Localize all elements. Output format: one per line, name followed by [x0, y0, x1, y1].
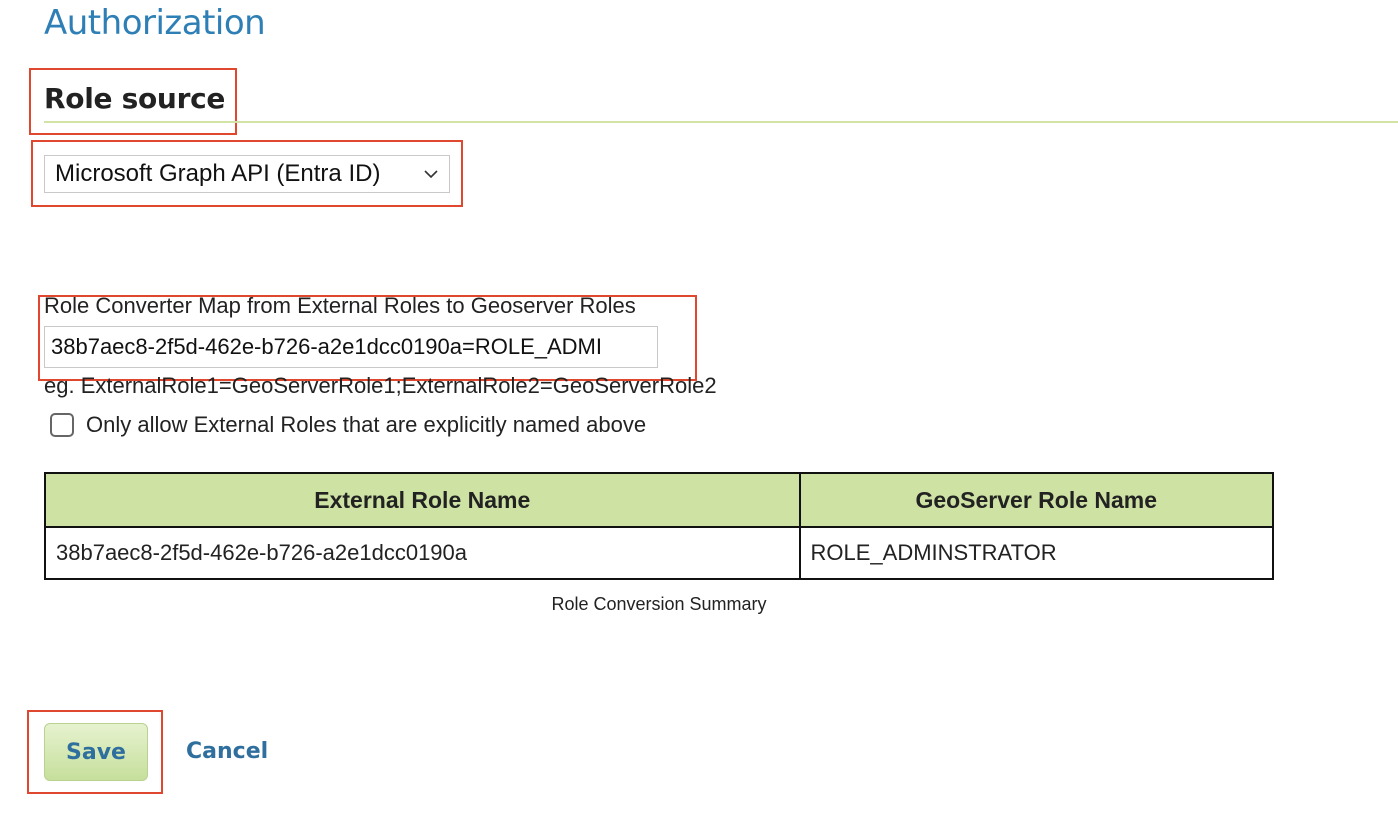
role-converter-hint: eg. ExternalRole1=GeoServerRole1;Externa… — [44, 373, 717, 398]
geoserver-role-cell: ROLE_ADMINSTRATOR — [798, 526, 1275, 580]
section-divider — [44, 121, 1398, 123]
only-allow-row: Only allow External Roles that are expli… — [50, 412, 646, 438]
table-header-row: External Role Name GeoServer Role Name — [44, 472, 1275, 528]
page-title: Authorization — [44, 3, 266, 43]
only-allow-checkbox[interactable] — [50, 413, 74, 437]
table-row: 38b7aec8-2f5d-462e-b726-a2e1dcc0190a ROL… — [44, 526, 1275, 580]
role-source-select-value: Microsoft Graph API (Entra ID) — [55, 160, 381, 187]
role-source-select[interactable]: Microsoft Graph API (Entra ID) — [44, 155, 450, 193]
only-allow-label: Only allow External Roles that are expli… — [86, 412, 647, 437]
role-converter-input[interactable] — [44, 326, 658, 368]
role-conversion-table: External Role Name GeoServer Role Name 3… — [44, 472, 1275, 580]
save-button[interactable]: Save — [44, 723, 148, 781]
table-caption: Role Conversion Summary — [551, 594, 767, 614]
column-header-external-role: External Role Name — [44, 472, 801, 528]
column-header-geoserver-role: GeoServer Role Name — [798, 472, 1275, 528]
chevron-down-icon — [424, 170, 438, 179]
cancel-link[interactable]: Cancel — [186, 739, 269, 764]
role-converter-label: Role Converter Map from External Roles t… — [44, 293, 636, 318]
external-role-cell: 38b7aec8-2f5d-462e-b726-a2e1dcc0190a — [44, 526, 801, 580]
role-source-heading: Role source — [44, 82, 226, 115]
